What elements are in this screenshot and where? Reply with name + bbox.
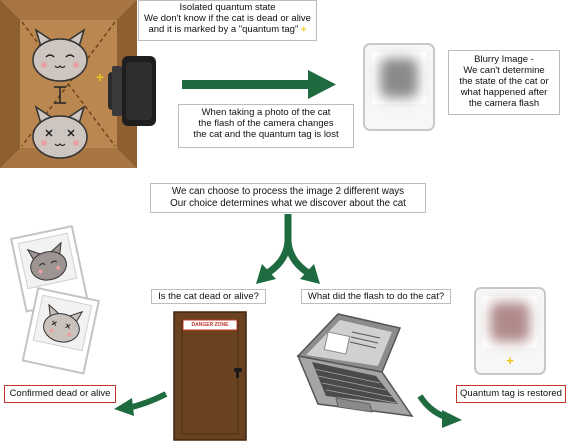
split-arrow <box>264 214 312 278</box>
door-sign: DANGER ZONE <box>191 322 229 328</box>
top-caption: Isolated quantum state We don't know if … <box>138 0 317 41</box>
quantum-tag-icon: + <box>96 69 104 85</box>
arrow-to-confirmed <box>114 391 168 416</box>
choice-caption-line: Our choice determines what we discover a… <box>170 198 406 209</box>
quantum-tag-plus: + <box>300 24 307 35</box>
camera-icon <box>108 56 156 126</box>
question-left: Is the cat dead or alive? <box>151 289 266 304</box>
blurry-photo-icon <box>363 43 435 131</box>
uncertainty-arrow-icon <box>54 86 66 104</box>
flash-caption-line: the cat and the quantum tag is lost <box>193 129 339 140</box>
cat-dead-icon <box>32 105 88 159</box>
arrow-to-photo <box>182 70 336 99</box>
flash-caption-line: When taking a photo of the cat <box>201 107 331 118</box>
laptop-icon <box>296 313 414 417</box>
restored-photo-icon <box>474 287 546 375</box>
top-caption-line: We don't know if the cat is dead or aliv… <box>144 13 311 24</box>
choice-caption-line: We can choose to process the image 2 dif… <box>171 186 405 197</box>
question-right: What did the flash to do the cat? <box>301 289 451 304</box>
blurry-caption-line: the state of the cat or <box>459 76 549 87</box>
blurry-caption-line: the camera flash <box>468 98 540 109</box>
flash-caption: When taking a photo of the cat the flash… <box>178 104 354 148</box>
blurry-caption: Blurry Image - We can't determine the st… <box>448 50 560 115</box>
result-left: Confirmed dead or alive <box>4 385 116 403</box>
photo-dead-icon <box>21 286 101 375</box>
blurry-caption-line: what happened after <box>460 87 548 98</box>
restored-quantum-tag-plus: + <box>506 353 514 368</box>
blurry-caption-line: We can't determine <box>463 65 545 76</box>
top-caption-text: and it is marked by a "quantum tag" <box>148 24 299 35</box>
door-icon <box>173 311 247 441</box>
photo-alive-icon <box>9 224 89 313</box>
top-caption-line: and it is marked by a "quantum tag" + <box>139 24 316 35</box>
arrow-to-restored <box>417 394 462 428</box>
result-right: Quantum tag is restored <box>456 385 566 403</box>
flash-caption-line: the flash of the camera changes <box>198 118 334 129</box>
cat-alive-icon <box>32 28 88 82</box>
choice-caption: We can choose to process the image 2 dif… <box>150 183 426 213</box>
blurry-caption-line: Blurry Image - <box>474 54 534 65</box>
top-caption-line: Isolated quantum state <box>179 2 276 13</box>
